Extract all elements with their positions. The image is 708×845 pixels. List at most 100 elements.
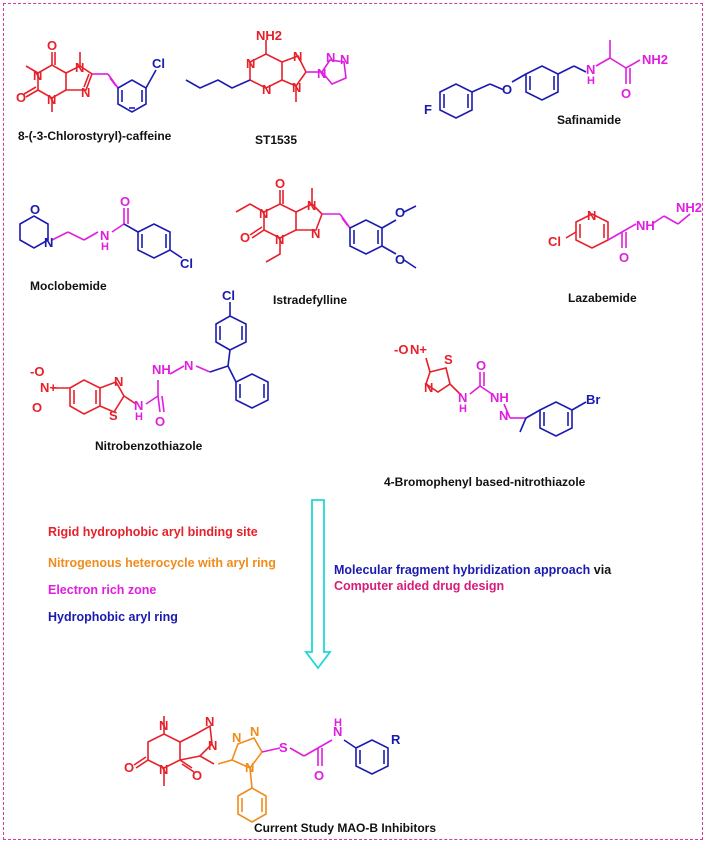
svg-text:N: N — [100, 228, 109, 243]
svg-text:N: N — [245, 760, 254, 775]
svg-text:Br: Br — [586, 392, 600, 407]
svg-text:Cl: Cl — [180, 256, 193, 271]
svg-text:N: N — [33, 68, 42, 83]
svg-text:N: N — [340, 52, 349, 67]
atoms-safinamide: F O N H O NH2 — [424, 52, 668, 117]
label-istradefylline: Istradefylline — [273, 293, 347, 307]
svg-text:N: N — [81, 85, 90, 100]
svg-text:O: O — [155, 414, 165, 429]
svg-text:O: O — [47, 38, 57, 53]
structure-istradefylline — [235, 188, 417, 269]
svg-text:NH2: NH2 — [676, 200, 702, 215]
svg-text:N: N — [293, 49, 302, 64]
svg-text:N: N — [208, 738, 217, 753]
atoms-st1535: NH2 N N N N N N N — [246, 28, 349, 97]
legend-nitrogenous-heterocycle: Nitrogenous heterocycle with aryl ring — [48, 556, 276, 570]
svg-text:O: O — [30, 202, 40, 217]
svg-text:N: N — [499, 408, 508, 423]
svg-text:O: O — [120, 194, 130, 209]
svg-text:O: O — [619, 250, 629, 265]
svg-text:NH2: NH2 — [642, 52, 668, 67]
svg-text:O: O — [476, 358, 486, 373]
label-chlorostyryl-caffeine: 8-(-3-Chlorostyryl)-caffeine — [18, 129, 172, 143]
svg-text:Cl: Cl — [152, 56, 165, 71]
svg-text:O: O — [621, 86, 631, 101]
atoms-moclobemide: O N N H O Cl — [30, 194, 193, 271]
structure-lazabemide — [565, 213, 691, 249]
legend-hydrophobic-aryl: Hydrophobic aryl ring — [48, 610, 178, 624]
label-lazabemide: Lazabemide — [568, 291, 637, 305]
svg-text:R: R — [391, 732, 401, 747]
svg-text:O: O — [240, 230, 250, 245]
svg-text:N: N — [317, 66, 326, 81]
svg-text:Cl: Cl — [548, 234, 561, 249]
svg-text:N: N — [246, 56, 255, 71]
svg-text:N: N — [458, 390, 467, 405]
svg-text:N: N — [326, 50, 335, 65]
svg-text:O: O — [275, 176, 285, 191]
structure-st1535 — [185, 40, 347, 102]
svg-text:NH: NH — [490, 390, 509, 405]
svg-text:O: O — [395, 252, 405, 267]
svg-text:O: O — [395, 205, 405, 220]
svg-text:NH: NH — [636, 218, 655, 233]
svg-text:H: H — [334, 717, 342, 729]
svg-text:O: O — [32, 400, 42, 415]
svg-text:H: H — [101, 241, 109, 253]
label-safinamide: Safinamide — [557, 113, 621, 127]
svg-text:S: S — [109, 408, 118, 423]
svg-text:H: H — [135, 411, 143, 423]
svg-text:F: F — [424, 102, 432, 117]
svg-text:-O: -O — [394, 342, 408, 357]
structure-moclobemide — [19, 208, 183, 259]
approach-line-2: Computer aided drug design — [334, 579, 504, 593]
svg-text:N+: N+ — [40, 380, 57, 395]
svg-text:NH: NH — [152, 362, 171, 377]
svg-text:N: N — [311, 226, 320, 241]
atoms-bromophenyl-nitrothiazole: -O N+ S N N H O NH N Br — [394, 342, 600, 423]
legend-electron-rich: Electron rich zone — [48, 583, 156, 597]
label-bromophenyl-nitrothiazole: 4-Bromophenyl based-nitrothiazole — [384, 475, 586, 489]
atoms-chlorostyryl-caffeine: O O N N N N Cl — [16, 38, 165, 107]
svg-text:N: N — [114, 374, 123, 389]
label-current-study: Current Study MAO-B Inhibitors — [254, 821, 436, 835]
svg-text:NH2: NH2 — [256, 28, 282, 43]
label-moclobemide: Moclobemide — [30, 279, 107, 293]
svg-text:N: N — [292, 80, 301, 95]
svg-text:N: N — [184, 358, 193, 373]
svg-text:N: N — [424, 380, 433, 395]
structure-nitrobenzothiazole — [52, 302, 269, 415]
atoms-current-study: N O N O N N N N N S O N H R — [124, 714, 401, 783]
structure-safinamide — [439, 40, 641, 119]
svg-text:N: N — [275, 232, 284, 247]
svg-text:N: N — [333, 724, 342, 739]
approach-line-1: Molecular fragment hybridization approac… — [334, 563, 612, 577]
svg-text:N: N — [44, 235, 53, 250]
svg-text:N: N — [232, 730, 241, 745]
svg-text:N: N — [262, 82, 271, 97]
svg-text:N: N — [205, 714, 214, 729]
atoms-nitrobenzothiazole: -O N+ O N S N H NH N O Cl — [30, 288, 235, 429]
svg-text:N: N — [250, 724, 259, 739]
svg-text:N: N — [586, 62, 595, 77]
svg-text:O: O — [192, 768, 202, 783]
svg-text:N: N — [47, 92, 56, 107]
label-st1535: ST1535 — [255, 133, 297, 147]
svg-text:H: H — [587, 75, 595, 87]
svg-text:O: O — [502, 82, 512, 97]
structure-bromophenyl-nitrothiazole — [425, 357, 587, 437]
structure-chlorostyryl-caffeine — [23, 52, 157, 113]
svg-text:O: O — [16, 90, 26, 105]
dashed-frame — [3, 3, 703, 840]
svg-text:H: H — [459, 403, 467, 415]
structure-current-study — [133, 716, 389, 823]
svg-text:O: O — [124, 760, 134, 775]
svg-text:N: N — [75, 60, 84, 75]
svg-text:O: O — [314, 768, 324, 783]
svg-text:Cl: Cl — [222, 288, 235, 303]
svg-text:-O: -O — [30, 364, 44, 379]
svg-text:S: S — [444, 352, 453, 367]
svg-text:S: S — [279, 740, 288, 755]
svg-text:N: N — [159, 718, 168, 733]
